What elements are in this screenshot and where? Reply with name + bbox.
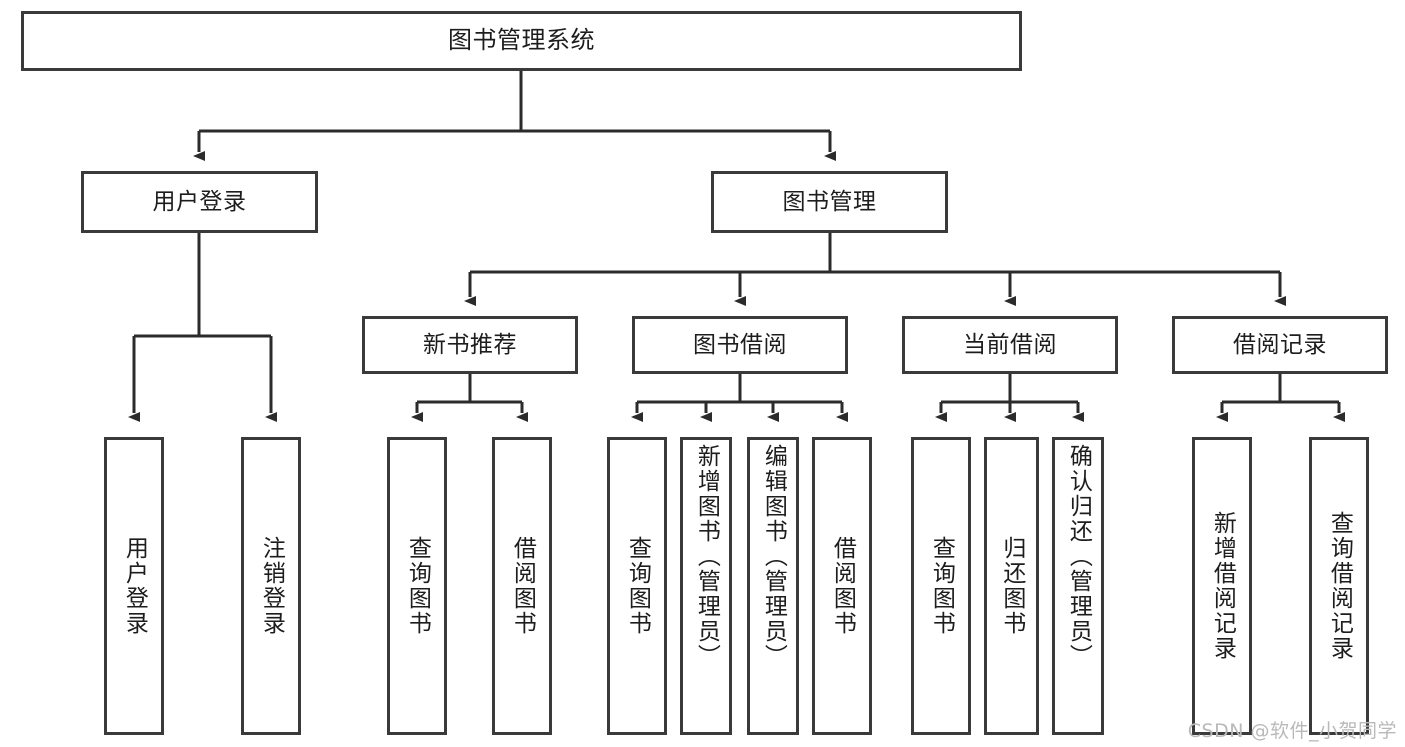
leaf-br-query-record[interactable]: 查询借阅记录 (1309, 437, 1369, 735)
node-label: 新增借阅记录 (1209, 511, 1236, 661)
node-label: 借阅记录 (1233, 331, 1327, 358)
leaf-bb-query-book[interactable]: 查询图书 (607, 437, 667, 735)
node-book-management[interactable]: 图书管理 (711, 171, 948, 233)
leaf-nb-query-book[interactable]: 查询图书 (387, 437, 447, 735)
node-label: 用户登录 (121, 536, 148, 636)
node-label: 确认归还（管理员） (1065, 444, 1092, 669)
leaf-bb-add-book-admin[interactable]: 新增图书（管理员） (680, 437, 732, 735)
leaf-bb-edit-book-admin[interactable]: 编辑图书（管理员） (747, 437, 799, 735)
node-label: 查询图书 (928, 536, 955, 636)
leaf-cb-confirm-return-admin[interactable]: 确认归还（管理员） (1052, 437, 1104, 735)
node-book-borrow[interactable]: 图书借阅 (632, 316, 848, 374)
node-label: 注销登录 (258, 536, 285, 636)
leaf-cb-return-book[interactable]: 归还图书 (984, 437, 1039, 735)
node-label: 查询图书 (624, 536, 651, 636)
node-label: 图书管理系统 (448, 26, 595, 55)
node-label: 新书推荐 (423, 331, 517, 358)
node-current-borrow[interactable]: 当前借阅 (902, 316, 1118, 374)
node-user-login[interactable]: 用户登录 (81, 171, 318, 233)
node-label: 新增图书（管理员） (693, 444, 720, 669)
node-new-book-recommend[interactable]: 新书推荐 (362, 316, 578, 374)
node-label: 归还图书 (998, 536, 1025, 636)
node-label: 查询图书 (404, 536, 431, 636)
node-label: 借阅图书 (509, 536, 536, 636)
leaf-user-login[interactable]: 用户登录 (104, 437, 164, 735)
node-label: 编辑图书（管理员） (760, 444, 787, 669)
csdn-watermark: CSDN @软件_小贺同学 (1187, 720, 1397, 742)
node-label: 用户登录 (152, 188, 247, 215)
node-label: 借阅图书 (829, 536, 856, 636)
leaf-nb-borrow-book[interactable]: 借阅图书 (492, 437, 552, 735)
node-label: 查询借阅记录 (1326, 511, 1353, 661)
leaf-br-add-record[interactable]: 新增借阅记录 (1192, 437, 1252, 735)
node-root-book-management-system[interactable]: 图书管理系统 (21, 11, 1022, 71)
leaf-user-logout[interactable]: 注销登录 (241, 437, 301, 735)
leaf-bb-borrow-book[interactable]: 借阅图书 (812, 437, 872, 735)
node-label: 图书管理 (782, 188, 877, 215)
leaf-cb-query-book[interactable]: 查询图书 (911, 437, 971, 735)
node-label: 当前借阅 (963, 331, 1057, 358)
node-label: 图书借阅 (693, 331, 787, 358)
node-borrow-record[interactable]: 借阅记录 (1172, 316, 1388, 374)
